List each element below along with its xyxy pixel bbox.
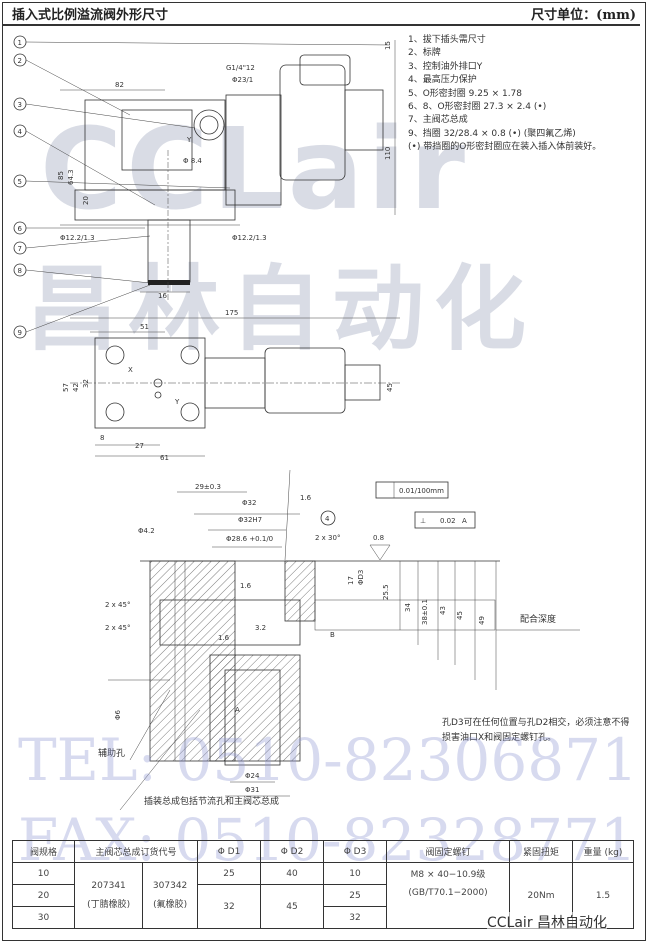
note-item: (•) 带挡圈的O形密封圈应在装入插入体前装好。: [408, 142, 602, 153]
d3-note: 孔D3可在任何位置与孔D2相交，必须注意不得损害油口X和阀固定螺钉孔。: [442, 718, 630, 743]
svg-text:8: 8: [18, 267, 22, 275]
svg-text:Φ32: Φ32: [242, 499, 256, 507]
svg-text:64.3: 64.3: [67, 169, 75, 185]
section-view: 29±0.3 Φ32 Φ32H7 Φ28.6 +0.1/0 Φ4.2 4 2 x…: [105, 469, 580, 811]
svg-text:15: 15: [384, 41, 392, 50]
svg-text:Φ28.6 +0.1/0: Φ28.6 +0.1/0: [226, 535, 273, 543]
table-row: 30 32: [12, 906, 634, 929]
note-item: 1、拔下插头需尺寸: [408, 35, 486, 45]
svg-text:1: 1: [18, 39, 22, 47]
assembly-label: 插装总成包括节流孔和主阀芯总成: [144, 797, 280, 807]
table-header-row: 阀规格 主阀芯总成订货代号 Φ D1 Φ D2 Φ D3 阀固定螺钉 紧固扭矩 …: [12, 840, 634, 863]
svg-text:45: 45: [386, 383, 394, 392]
svg-text:5: 5: [18, 178, 22, 186]
svg-text:110: 110: [384, 147, 392, 160]
svg-text:45: 45: [456, 611, 464, 620]
header-divider: [2, 24, 640, 26]
svg-text:Φ12.2/1.3: Φ12.2/1.3: [60, 234, 95, 242]
svg-text:49: 49: [478, 616, 486, 625]
table-row: 10 207341(丁腈橡胶) 307342(氟橡胶) 25 40 10 M8 …: [12, 862, 634, 929]
svg-text:Φ6: Φ6: [114, 709, 122, 720]
fit-depth-label: 配合深度: [520, 615, 557, 625]
svg-text:4: 4: [325, 515, 330, 523]
unit-label: 尺寸单位：(mm): [531, 8, 636, 23]
svg-text:8: 8: [100, 434, 104, 442]
svg-text:2: 2: [18, 57, 22, 65]
table-row: 20 32 45 25: [12, 884, 634, 929]
note-item: 5、O形密封圈 9.25 × 1.78: [408, 88, 523, 99]
note-item: 2、标牌: [408, 48, 441, 59]
svg-text:20: 20: [82, 196, 90, 205]
svg-text:Φ24: Φ24: [245, 772, 260, 780]
svg-text:82: 82: [115, 81, 124, 89]
svg-text:Φ 8.4: Φ 8.4: [183, 157, 202, 165]
svg-text:4: 4: [18, 128, 23, 136]
svg-text:16: 16: [158, 292, 167, 300]
svg-text:Φ31: Φ31: [245, 786, 259, 794]
svg-text:0.8: 0.8: [373, 534, 384, 542]
svg-text:25.5: 25.5: [382, 584, 390, 600]
svg-text:Y: Y: [174, 398, 180, 406]
svg-text:6: 6: [18, 225, 23, 233]
svg-text:Φ12.2/1.3: Φ12.2/1.3: [232, 234, 267, 242]
brand-mark: CCLair 昌林自动化: [487, 912, 608, 932]
svg-text:17: 17: [347, 576, 355, 585]
watermark-logo: CCLair: [40, 105, 469, 235]
svg-text:51: 51: [140, 323, 149, 331]
svg-text:57: 57: [62, 383, 70, 392]
svg-text:175: 175: [225, 309, 238, 317]
svg-text:1.6: 1.6: [300, 494, 312, 502]
svg-text:2 x 30°: 2 x 30°: [315, 534, 340, 542]
svg-text:32: 32: [82, 379, 90, 388]
note-item: 9、挡圈 32/28.4 × 0.8 (•) (聚四氟乙烯): [408, 128, 576, 139]
svg-text:A: A: [462, 517, 467, 525]
svg-text:42: 42: [72, 383, 80, 392]
svg-text:29±0.3: 29±0.3: [195, 483, 221, 491]
svg-text:27: 27: [135, 442, 144, 450]
svg-text:34: 34: [404, 603, 412, 612]
svg-text:3: 3: [18, 101, 22, 109]
svg-text:2 x 45°: 2 x 45°: [105, 624, 130, 632]
note-item: 4、最高压力保护: [408, 75, 477, 86]
svg-text:43: 43: [439, 606, 447, 615]
svg-text:85: 85: [57, 171, 65, 180]
svg-text:⊥: ⊥: [420, 517, 426, 525]
note-item: 7、主阀芯总成: [408, 115, 468, 126]
note-item: 3、控制油外排口Y: [408, 61, 483, 72]
note-item: 6、8、O形密封圈 27.3 × 2.4 (•): [408, 102, 547, 113]
page-title: 插入式比例溢流阀外形尺寸: [12, 8, 169, 23]
svg-text:1.6: 1.6: [218, 634, 230, 642]
side-view: 175 51 X Y 57 42 32 8 27 61 45: [62, 309, 400, 462]
svg-text:1.6: 1.6: [240, 582, 252, 590]
svg-text:3.2: 3.2: [255, 624, 266, 632]
svg-text:A: A: [235, 706, 240, 714]
svg-text:Φ4.2: Φ4.2: [138, 527, 155, 535]
svg-text:0.01/100mm: 0.01/100mm: [399, 487, 444, 495]
svg-text:ΦD3: ΦD3: [357, 570, 365, 585]
svg-text:38±0.1: 38±0.1: [421, 599, 429, 625]
svg-text:61: 61: [160, 454, 169, 462]
svg-text:0.02: 0.02: [440, 517, 456, 525]
top-view: 1 2 3 4 5 6 7 8 9: [13, 35, 396, 339]
svg-text:9: 9: [18, 329, 22, 337]
svg-text:2 x 45°: 2 x 45°: [105, 601, 130, 609]
svg-text:Φ23/1: Φ23/1: [232, 76, 253, 84]
callouts: 1 2 3 4 5 6 7 8 9: [13, 35, 391, 339]
svg-text:X: X: [128, 366, 133, 374]
svg-text:Φ32H7: Φ32H7: [238, 516, 262, 524]
svg-text:G1/4"12: G1/4"12: [226, 64, 255, 72]
svg-text:B: B: [330, 631, 335, 639]
spec-table: 阀规格 主阀芯总成订货代号 Φ D1 Φ D2 Φ D3 阀固定螺钉 紧固扭矩 …: [12, 840, 634, 929]
svg-text:Y: Y: [186, 136, 192, 144]
watermark-cn: 昌林自动化: [26, 256, 537, 363]
aux-hole-label: 辅助孔: [98, 749, 126, 759]
svg-text:7: 7: [18, 245, 22, 253]
parts-notes: 1、拔下插头需尺寸 2、标牌 3、控制油外排口Y 4、最高压力保护 5、O形密封…: [408, 34, 601, 155]
